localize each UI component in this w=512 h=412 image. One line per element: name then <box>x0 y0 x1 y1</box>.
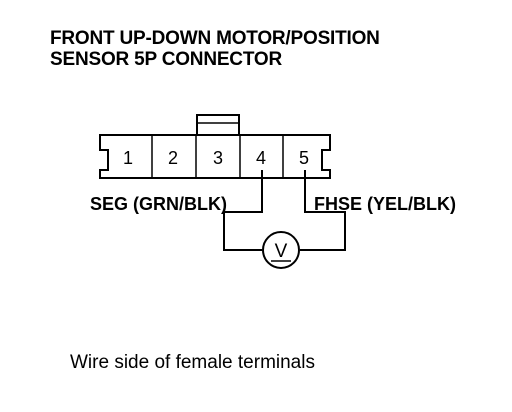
probe-wire-pin-4 <box>223 170 263 251</box>
probe-wire-pin-5 <box>300 170 346 251</box>
left-wire-label: SEG (GRN/BLK) <box>90 194 227 214</box>
connector-lock-tab <box>196 114 240 136</box>
title-line-1: FRONT UP-DOWN MOTOR/POSITION <box>50 28 380 49</box>
pin-3: 3 <box>213 148 223 168</box>
voltmeter-symbol: V <box>275 241 288 262</box>
caption: Wire side of female terminals <box>70 352 315 373</box>
pin-2: 2 <box>168 148 178 168</box>
connector-housing <box>99 134 331 179</box>
pin-5: 5 <box>299 148 309 168</box>
pin-1: 1 <box>123 148 133 168</box>
voltmeter-icon: V <box>262 231 300 269</box>
title-line-2: SENSOR 5P CONNECTOR <box>50 49 282 70</box>
pin-4: 4 <box>256 148 266 168</box>
diagram-title: FRONT UP-DOWN MOTOR/POSITION SENSOR 5P C… <box>50 28 380 70</box>
right-wire-label: FHSE (YEL/BLK) <box>314 194 456 214</box>
